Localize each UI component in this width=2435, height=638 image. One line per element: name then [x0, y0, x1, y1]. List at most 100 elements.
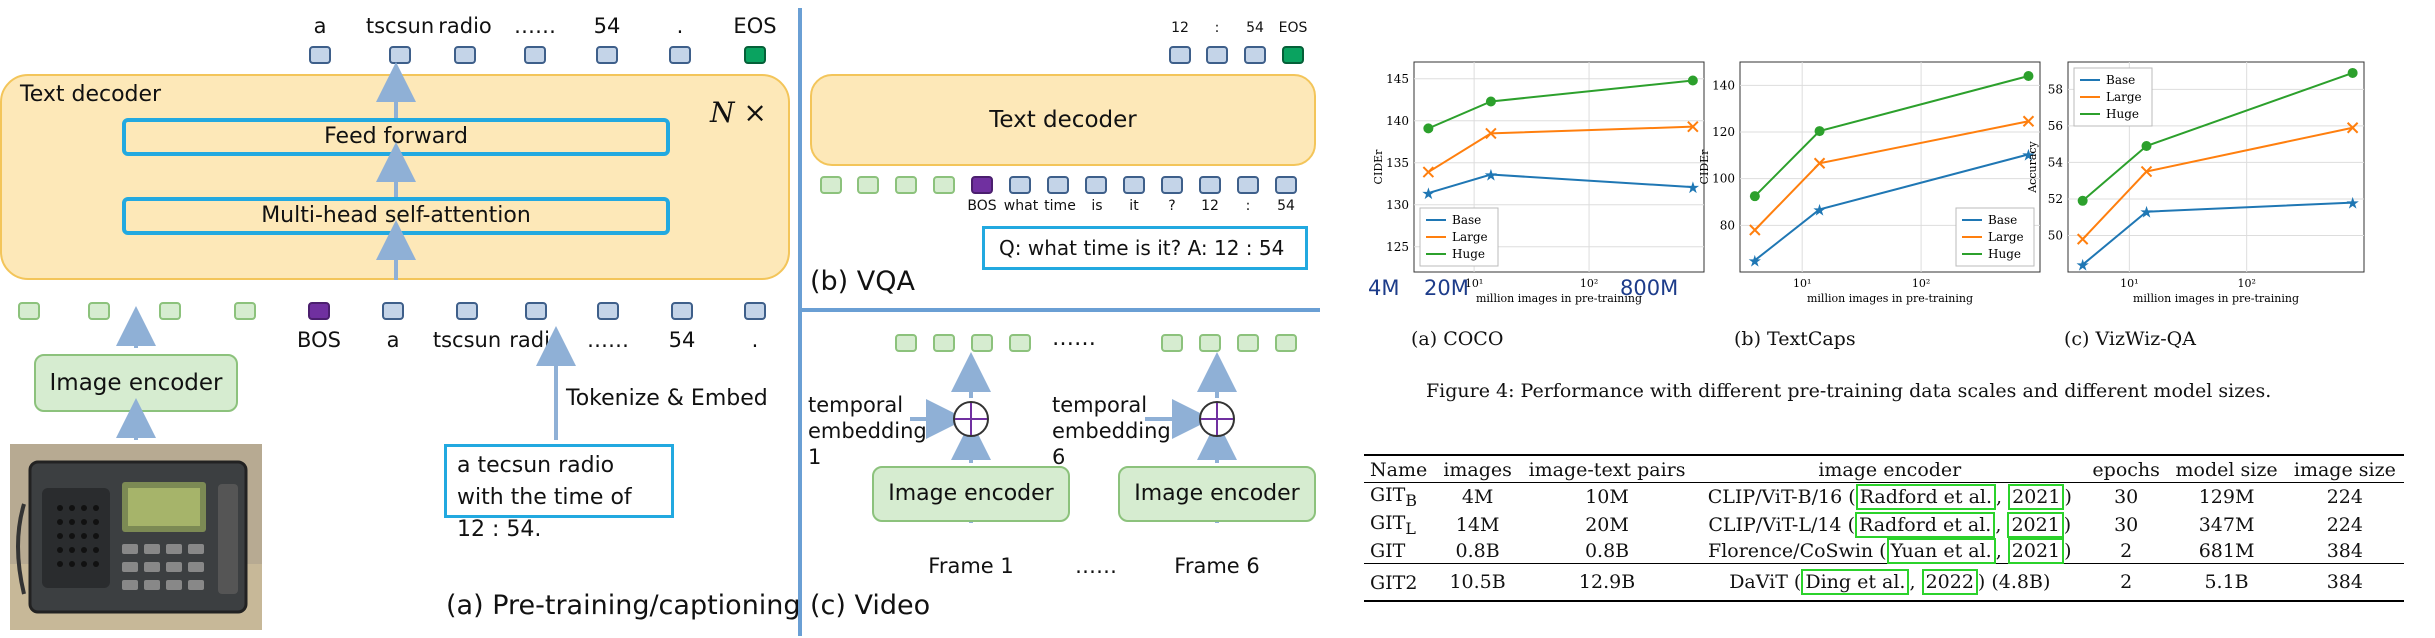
- video-image-encoder-1: Image encoder: [872, 466, 1070, 522]
- panel-divider: [798, 8, 802, 636]
- frame-1-label: Frame 1: [928, 554, 1014, 578]
- output-token: [1244, 46, 1266, 64]
- image-token: [234, 302, 256, 320]
- table-cell: 129M: [2198, 485, 2255, 508]
- y-tick-label: 125: [1386, 240, 1409, 254]
- model-name-sub: B: [1405, 490, 1417, 510]
- table-header: image-text pairs: [1528, 459, 1686, 481]
- vqa-out-label: EOS: [1278, 20, 1308, 36]
- image-token: [1199, 334, 1221, 352]
- out-token-label: ……: [514, 14, 556, 38]
- table-header: Name: [1370, 459, 1428, 481]
- overlay-tick: 800M: [1620, 276, 1679, 300]
- data-point: [2023, 71, 2034, 81]
- table-cell: 384: [2326, 539, 2363, 562]
- model-name: GITB: [1364, 483, 1436, 511]
- out-token-label: .: [676, 14, 684, 38]
- y-axis-label: CIDEr: [1372, 149, 1385, 185]
- citation-link[interactable]: 2021: [2008, 483, 2065, 510]
- vqa-in-label: is: [1091, 198, 1103, 214]
- overlay-tick: 20M: [1424, 276, 1469, 300]
- video-caption: (c) Video: [810, 590, 931, 621]
- encoder-text: DaViT (: [1729, 570, 1802, 593]
- x-tick-label: 10²: [1580, 277, 1598, 290]
- citation-link[interactable]: 2022: [1921, 568, 1978, 595]
- table-cell: 20M: [1585, 513, 1629, 536]
- y-tick-label: 145: [1386, 72, 1409, 86]
- vqa-qa-box: Q: what time is it? A: 12 : 54: [982, 226, 1308, 270]
- output-token: [1169, 46, 1191, 64]
- token-dots: ……: [1052, 326, 1096, 351]
- model-name-text: GIT: [1370, 539, 1406, 562]
- vqa-in-label: 54: [1277, 198, 1295, 214]
- table-cell: 12.9B: [1578, 570, 1636, 593]
- in-token-label: tscsun: [432, 328, 502, 352]
- input-token: [1161, 176, 1183, 194]
- image-token: [971, 334, 993, 352]
- encoder-text: ) (4.8B): [1977, 570, 2051, 593]
- x-axis-label: million images in pre-training: [2133, 292, 2299, 305]
- image-token: [1275, 334, 1297, 352]
- image-token: [18, 302, 40, 320]
- data-point: [2347, 67, 2358, 78]
- subcaption-textcaps: (b) TextCaps: [1734, 328, 1856, 350]
- table-row: GIT2 10.5B 12.9B DaViT (Ding et al., 202…: [1364, 563, 2404, 601]
- panel-divider: [800, 308, 1320, 312]
- data-point: ★: [2075, 256, 2089, 275]
- out-token-label: radio: [438, 14, 492, 38]
- model-name: GIT2: [1364, 563, 1436, 601]
- diagram-arrows: [116, 62, 1237, 523]
- citation-link[interactable]: Radford et al.: [1855, 483, 1997, 510]
- text-decoder-title: Text decoder: [20, 82, 162, 107]
- model-name-text: GIT: [1370, 511, 1406, 534]
- in-token-label: BOS: [297, 328, 341, 352]
- table-cell: 0.8B: [1584, 539, 1630, 562]
- input-token: [1009, 176, 1031, 194]
- x-tick-label: 10²: [1912, 277, 1930, 290]
- table-cell: CLIP/ViT-B/16 (Radford et al., 2021): [1695, 483, 2085, 511]
- y-tick-label: 120: [1712, 125, 1735, 139]
- legend-label: Huge: [2106, 107, 2139, 121]
- table-cell: 30: [2114, 513, 2139, 536]
- vqa-in-label: ?: [1168, 198, 1176, 214]
- input-token: [382, 302, 404, 320]
- image-token: [857, 176, 879, 194]
- vqa-in-label: time: [1044, 198, 1076, 214]
- output-token: [1206, 46, 1228, 64]
- citation-link[interactable]: Yuan et al.: [1886, 537, 1996, 564]
- image-token: [1237, 334, 1259, 352]
- x-axis-label: million images in pre-training: [1476, 292, 1642, 305]
- x-tick-label: 10¹: [1465, 277, 1483, 290]
- y-tick-label: 58: [2048, 82, 2063, 96]
- table-cell: 0.8B: [1455, 539, 1500, 562]
- out-token-label: tscsun: [365, 14, 435, 38]
- citation-link[interactable]: Ding et al.: [1801, 568, 1910, 595]
- encoder-text: ): [2063, 513, 2072, 536]
- table-cell: DaViT (Ding et al., 2022) (4.8B): [1695, 563, 2085, 601]
- citation-link[interactable]: Radford et al.: [1854, 511, 1996, 538]
- table-cell: 681M: [2198, 539, 2255, 562]
- vqa-in-label: BOS: [967, 198, 997, 214]
- table-cell: 384: [2326, 570, 2363, 593]
- image-token: [1009, 334, 1031, 352]
- series-line-base: [1428, 173, 1693, 194]
- n-times-label: N ×: [710, 96, 767, 129]
- y-tick-label: 130: [1386, 198, 1409, 212]
- vqa-in-label: what: [1003, 198, 1039, 214]
- citation-link[interactable]: 2021: [2007, 511, 2064, 538]
- y-tick-label: 54: [2048, 155, 2064, 169]
- series-line-base: [2082, 201, 2353, 266]
- data-point: [2140, 165, 2153, 178]
- table-cell: 10.5B: [1449, 570, 1506, 593]
- vqa-caption: (b) VQA: [810, 266, 915, 297]
- eos-token: [744, 46, 766, 64]
- temporal-embedding-1: temporal embedding 1: [808, 393, 927, 469]
- y-axis-label: CIDEr: [1698, 149, 1711, 185]
- citation-link[interactable]: 2021: [2007, 537, 2065, 564]
- encoder-text: Florence/CoSwin (: [1708, 539, 1887, 562]
- subcaption-coco: (a) COCO: [1411, 328, 1504, 350]
- data-point: [1485, 96, 1496, 107]
- x-tick-label: 10¹: [1793, 277, 1811, 290]
- encoder-text: ,: [1995, 513, 2008, 536]
